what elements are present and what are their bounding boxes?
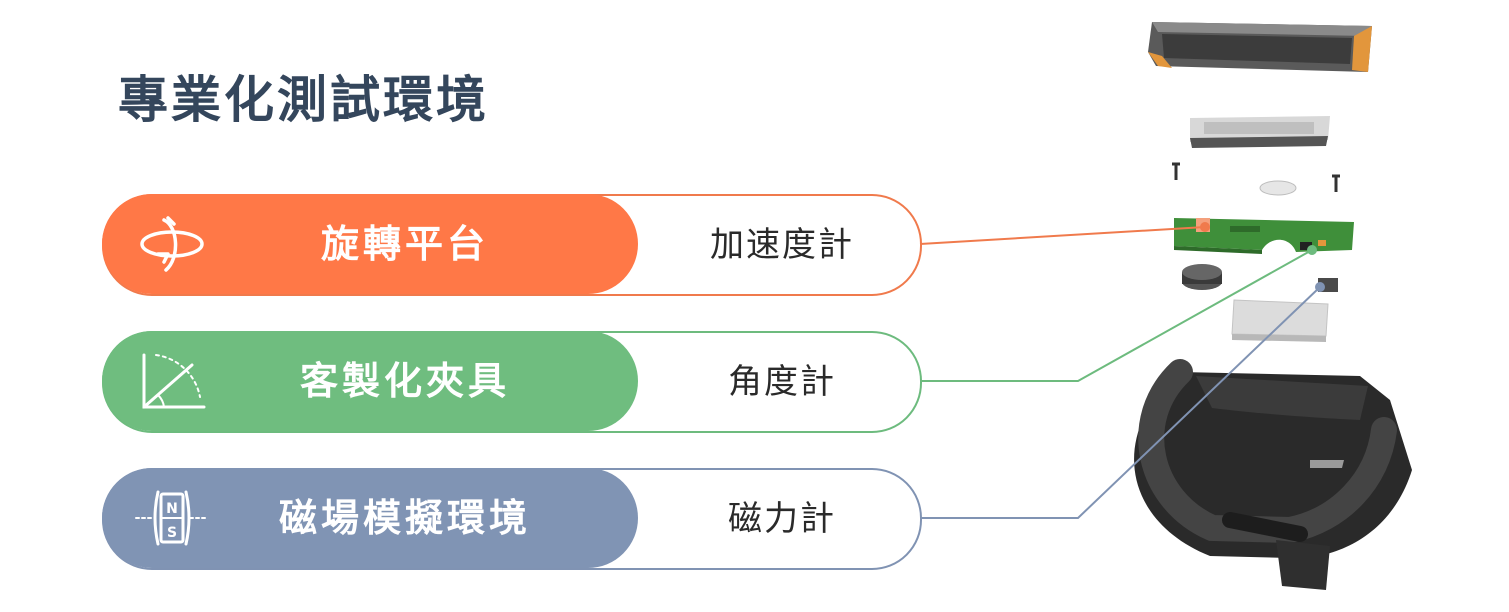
coin-cell xyxy=(1259,180,1297,196)
connector-dot-accelerometer xyxy=(1200,222,1210,232)
angle-icon xyxy=(142,353,206,409)
category-label: 客製化夾具 xyxy=(299,359,510,403)
page-title: 專業化測試環境 xyxy=(118,71,489,129)
category-pill: N S 磁場模擬環境 xyxy=(102,468,638,568)
sensor-label: 加速度計 xyxy=(710,225,854,265)
test-row-rotation: 旋轉平台 加速度計 xyxy=(102,194,922,296)
test-row-fixture: 客製化夾具 角度計 xyxy=(102,331,922,433)
category-label: 磁場模擬環境 xyxy=(278,496,531,540)
test-row-magnetic: N S 磁場模擬環境 磁力計 xyxy=(102,468,922,570)
connector-line-magnetometer xyxy=(920,286,1321,519)
battery xyxy=(1231,299,1329,342)
sensor-label: 角度計 xyxy=(728,362,836,402)
vibration-motor xyxy=(1182,264,1222,290)
category-pill: 客製化夾具 xyxy=(102,331,638,431)
connector-dot-gyro xyxy=(1307,245,1317,255)
connector-dot-magnetometer xyxy=(1315,282,1325,292)
north-letter: N xyxy=(166,501,178,517)
south-letter: S xyxy=(167,525,177,541)
rotation-icon xyxy=(140,216,204,272)
category-pill: 旋轉平台 xyxy=(102,194,638,294)
sensor-label: 磁力計 xyxy=(728,499,836,539)
display-panel xyxy=(1190,116,1330,148)
connector-line-gyro xyxy=(920,249,1313,382)
band-strap xyxy=(1134,359,1412,590)
pcb-board xyxy=(1174,218,1354,254)
band-top-cover xyxy=(1148,22,1372,72)
magnet-icon: N S xyxy=(135,490,209,546)
screws xyxy=(1172,162,1340,192)
category-label: 旋轉平台 xyxy=(320,222,489,266)
connector-line-accelerometer xyxy=(919,226,1206,245)
